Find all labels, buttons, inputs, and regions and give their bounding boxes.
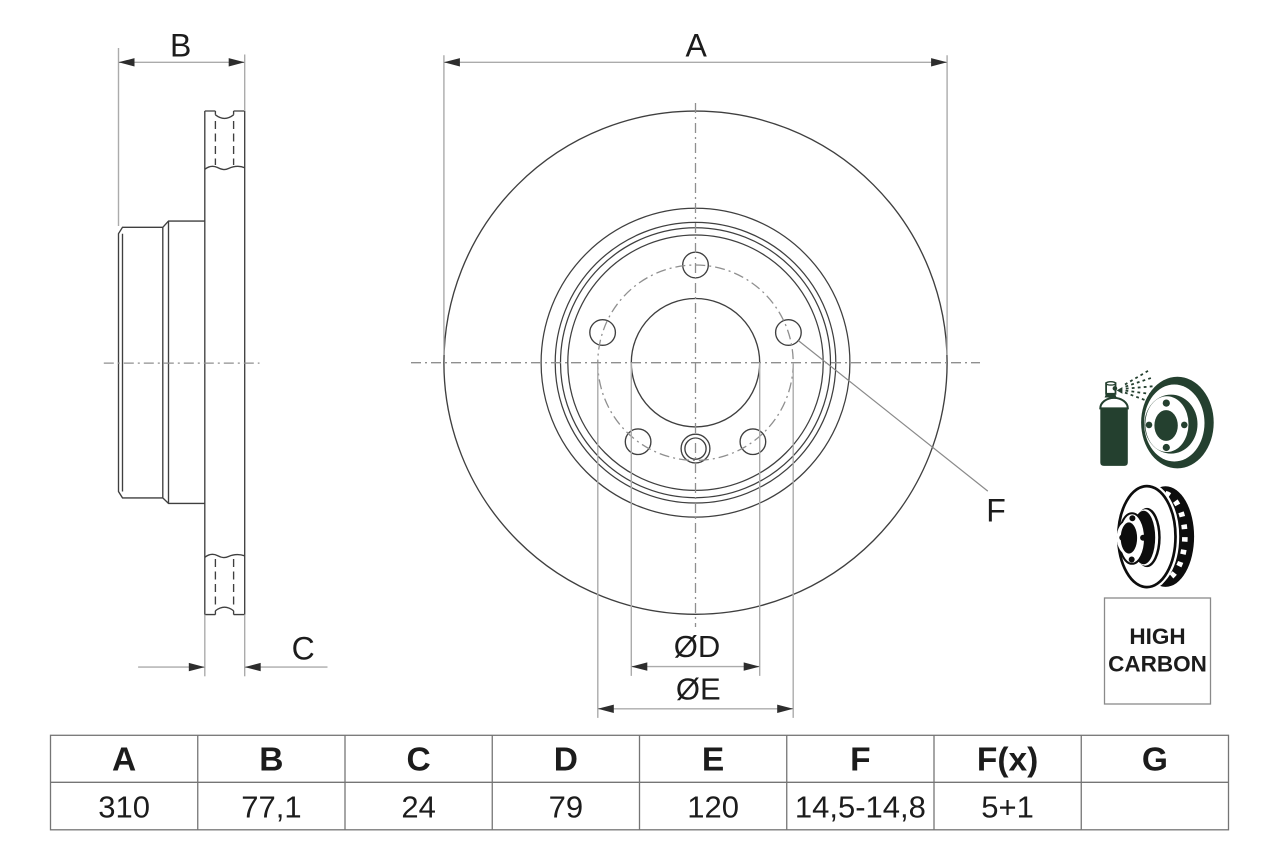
svg-text:24: 24 [401, 789, 435, 824]
svg-text:77,1: 77,1 [241, 789, 301, 824]
svg-text:F: F [850, 742, 870, 779]
svg-text:14,5-14,8: 14,5-14,8 [795, 789, 926, 824]
svg-text:E: E [702, 742, 724, 779]
svg-text:5+1: 5+1 [981, 789, 1034, 824]
svg-text:A: A [686, 27, 708, 63]
svg-text:HIGH: HIGH [1129, 624, 1185, 649]
svg-text:B: B [170, 28, 191, 64]
svg-text:CARBON: CARBON [1108, 652, 1207, 677]
svg-text:A: A [112, 742, 136, 779]
svg-text:D: D [554, 742, 578, 779]
svg-text:C: C [406, 742, 430, 779]
svg-text:79: 79 [549, 789, 583, 824]
svg-text:G: G [1142, 742, 1168, 779]
svg-text:C: C [292, 631, 315, 667]
svg-text:310: 310 [98, 789, 150, 824]
svg-text:ØD: ØD [674, 629, 721, 664]
svg-text:B: B [259, 742, 283, 779]
svg-text:F: F [986, 492, 1006, 528]
svg-text:F(x): F(x) [977, 742, 1038, 779]
svg-text:ØE: ØE [676, 671, 721, 706]
svg-text:120: 120 [687, 789, 739, 824]
